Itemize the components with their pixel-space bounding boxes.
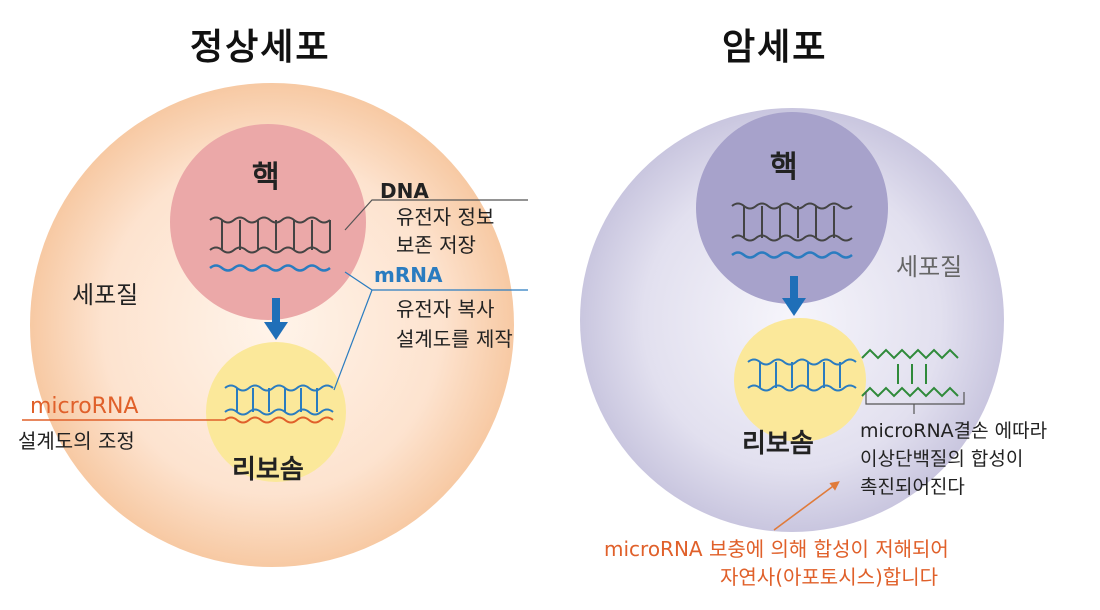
- down-arrow-icon: [264, 298, 288, 340]
- cancer-cell-title: 암세포: [722, 27, 828, 68]
- supplement-arrow-icon: [773, 481, 840, 531]
- cancer-nucleus: [696, 112, 888, 304]
- cancer-cytoplasm-label: 세포질: [896, 253, 963, 281]
- microrna-label: microRNA: [30, 394, 139, 419]
- cancer-ribosome-label: 리보솜: [742, 429, 814, 459]
- microrna-desc: 설계도의 조정: [18, 429, 135, 453]
- mrna-desc-line1: 유전자 복사: [396, 297, 495, 321]
- normal-mrna-strand: [209, 264, 331, 272]
- supplement-desc-line2: 자연사(아포토시스)합니다: [720, 565, 939, 589]
- cancer-nucleus-label: 핵: [770, 150, 798, 185]
- cancer-ribosome: [734, 318, 866, 442]
- normal-dna-icon: [209, 216, 331, 254]
- normal-nucleus: [170, 124, 366, 320]
- ribosome-mrna-icon: [224, 384, 334, 424]
- normal-cytoplasm-label: 세포질: [72, 281, 139, 309]
- abnormal-bracket: [865, 392, 965, 405]
- normal-ribosome-label: 리보솜: [232, 455, 304, 485]
- abnormal-desc-line1: microRNA결손 에따라: [860, 420, 1048, 442]
- normal-nucleus-label: 핵: [252, 160, 280, 195]
- supplement-desc-line1: microRNA 보충에 의해 합성이 저해되어: [604, 537, 949, 561]
- dna-leader-line: [344, 199, 528, 231]
- cancer-cell: [580, 108, 1004, 532]
- mrna-label: mRNA: [374, 263, 443, 287]
- dna-label: DNA: [380, 179, 429, 203]
- dna-desc-line1: 유전자 정보: [396, 205, 495, 229]
- cancer-ribosome-mrna-icon: [747, 358, 857, 392]
- abnormal-protein-icon: [861, 348, 959, 398]
- normal-cell-title: 정상세포: [190, 27, 331, 68]
- abnormal-desc-line3: 촉진되어진다: [860, 476, 965, 498]
- abnormal-desc-line2: 이상단백질의 합성이: [860, 448, 1024, 470]
- normal-ribosome: [206, 342, 346, 482]
- cancer-down-arrow-icon: [782, 276, 806, 316]
- cancer-mrna-strand: [731, 251, 853, 259]
- mrna-desc-line2: 설계도를 제작: [396, 327, 513, 351]
- cancer-dna-icon: [731, 202, 853, 242]
- ribosome-mrna-leader-line: [333, 289, 373, 391]
- normal-cell: [22, 83, 528, 567]
- dna-desc-line2: 보존 저장: [396, 233, 476, 257]
